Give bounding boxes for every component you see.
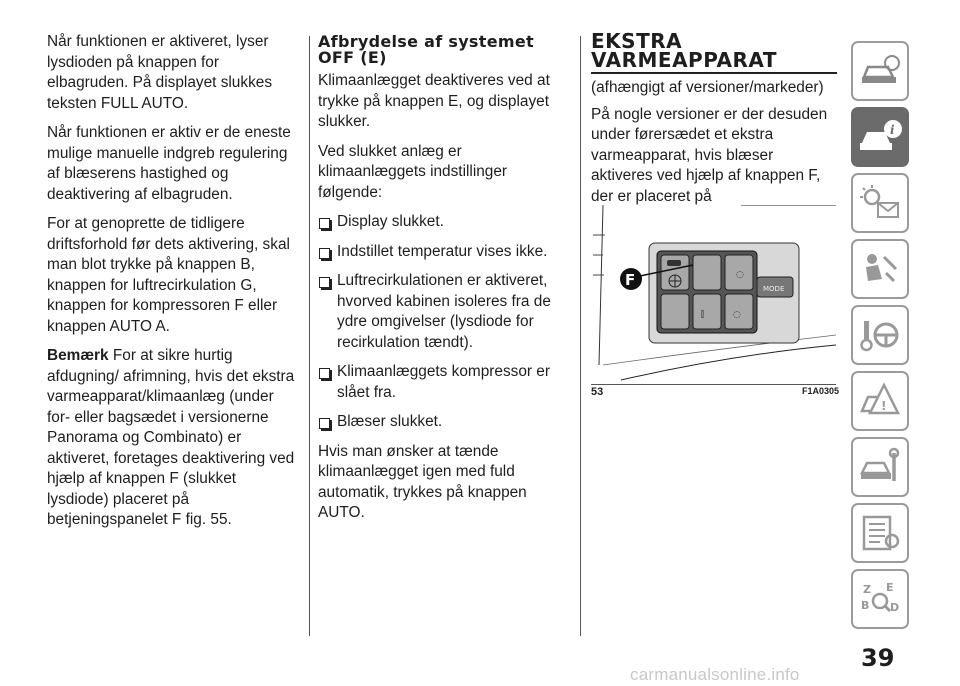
bullet-text: Indstillet temperatur vises ikke. — [337, 242, 548, 260]
checkbox-bullet-icon — [319, 368, 330, 379]
paragraph: Hvis man ønsker at tænde klimaanlægget i… — [318, 442, 527, 522]
checkbox-bullet-icon — [319, 418, 330, 429]
paragraph: Når funktionen er aktiv er de eneste mul… — [47, 124, 291, 203]
tab-key-steering[interactable] — [851, 305, 909, 365]
svg-text:!: ! — [881, 399, 886, 413]
fan-button — [660, 254, 690, 291]
watermark: carmanualsonline.info — [630, 665, 800, 684]
chapter-sidebar: i ! — [851, 41, 909, 635]
callout-circle — [620, 268, 642, 290]
checkbox-bullet-icon — [319, 277, 330, 288]
bullet-text: Blæser slukket. — [337, 413, 443, 430]
svg-text:Z: Z — [863, 583, 871, 596]
paragraph: Når funktionen er aktiveret, lyser lysdi… — [47, 33, 273, 112]
car-wrench-icon — [859, 447, 900, 481]
paragraph: Klimaanlægget deaktiveres ved at trykke … — [318, 72, 550, 130]
tab-car-service[interactable] — [851, 437, 909, 497]
column-1: Når funktionen er aktiveret, lyser lysdi… — [47, 32, 299, 540]
control-panel-figure: ◌ ⫿ ◌ MODE F — [591, 205, 836, 383]
lights-mail-icon — [860, 185, 899, 218]
bullet-item: Indstillet temperatur vises ikke. — [318, 242, 570, 263]
bullet-text: Display slukket. — [337, 213, 444, 230]
tab-car-info[interactable]: i — [851, 107, 909, 167]
car-dashboard-icon — [862, 55, 900, 83]
figure-divider — [591, 384, 836, 385]
bullet-item: Display slukket. — [318, 212, 570, 233]
svg-text:◌: ◌ — [733, 310, 741, 320]
note-paragraph: Bemærk For at sikre hurtig afdugning/ af… — [47, 346, 299, 531]
mode-label: MODE — [763, 285, 784, 293]
airbag-person-icon — [866, 254, 898, 283]
tab-warning[interactable]: ! — [851, 371, 909, 431]
tab-lights-mail[interactable] — [851, 173, 909, 233]
checkbox-bullet-icon — [319, 218, 330, 229]
bullet-item: Klimaanlæggets kompressor er slået fra. — [318, 362, 570, 403]
warning-triangle-icon: ! — [860, 382, 901, 415]
callout-label: F — [625, 271, 635, 289]
note-text: For at sikre hurtig afdugning/ afrimning… — [47, 347, 295, 528]
svg-text:B: B — [861, 599, 869, 612]
bullet-item: Blæser slukket. — [318, 412, 570, 433]
page-number: 39 — [861, 644, 895, 672]
tab-car-dashboard[interactable] — [851, 41, 909, 101]
column-2: Afbrydelse af systemet OFF (E) Klimaanlæ… — [318, 32, 570, 533]
svg-text:◌: ◌ — [736, 270, 744, 280]
figure-number: 53 — [591, 386, 604, 398]
paragraph: For at genoprette de tidligere driftsfor… — [47, 215, 290, 335]
key-steering-icon — [860, 321, 899, 352]
tab-airbag[interactable] — [851, 239, 909, 299]
section-heading: Afbrydelse af systemet OFF (E) — [318, 32, 534, 67]
svg-text:i: i — [890, 123, 895, 137]
figure-code: F1A0305 — [802, 386, 840, 396]
svg-text:⫿: ⫿ — [701, 309, 704, 320]
tab-technical-data[interactable] — [851, 503, 909, 563]
bullet-text: Klimaanlæggets kompressor er slået fra. — [337, 363, 550, 401]
section-title: EKSTRA VARMEAPPARAT — [591, 31, 837, 74]
svg-text:D: D — [890, 601, 899, 614]
column-divider — [580, 36, 581, 636]
tab-index[interactable]: Z E B D — [851, 569, 909, 629]
paragraph: Ved slukket anlæg er klimaanlæggets inds… — [318, 142, 508, 201]
bullet-item: Luftrecirkulationen er aktiveret, hvorve… — [318, 271, 570, 353]
svg-text:E: E — [886, 581, 894, 594]
subtitle: (afhængigt af versioner/markeder) — [591, 79, 824, 96]
column-divider — [309, 36, 310, 636]
alphabetical-index-icon: Z E B D — [861, 581, 899, 614]
car-info-icon: i — [860, 120, 902, 150]
checkbox-bullet-icon — [319, 247, 330, 259]
technical-data-icon — [862, 515, 900, 551]
bullet-text: Luftrecirkulationen er aktiveret, hvorve… — [337, 272, 551, 351]
note-label: Bemærk — [47, 347, 109, 364]
